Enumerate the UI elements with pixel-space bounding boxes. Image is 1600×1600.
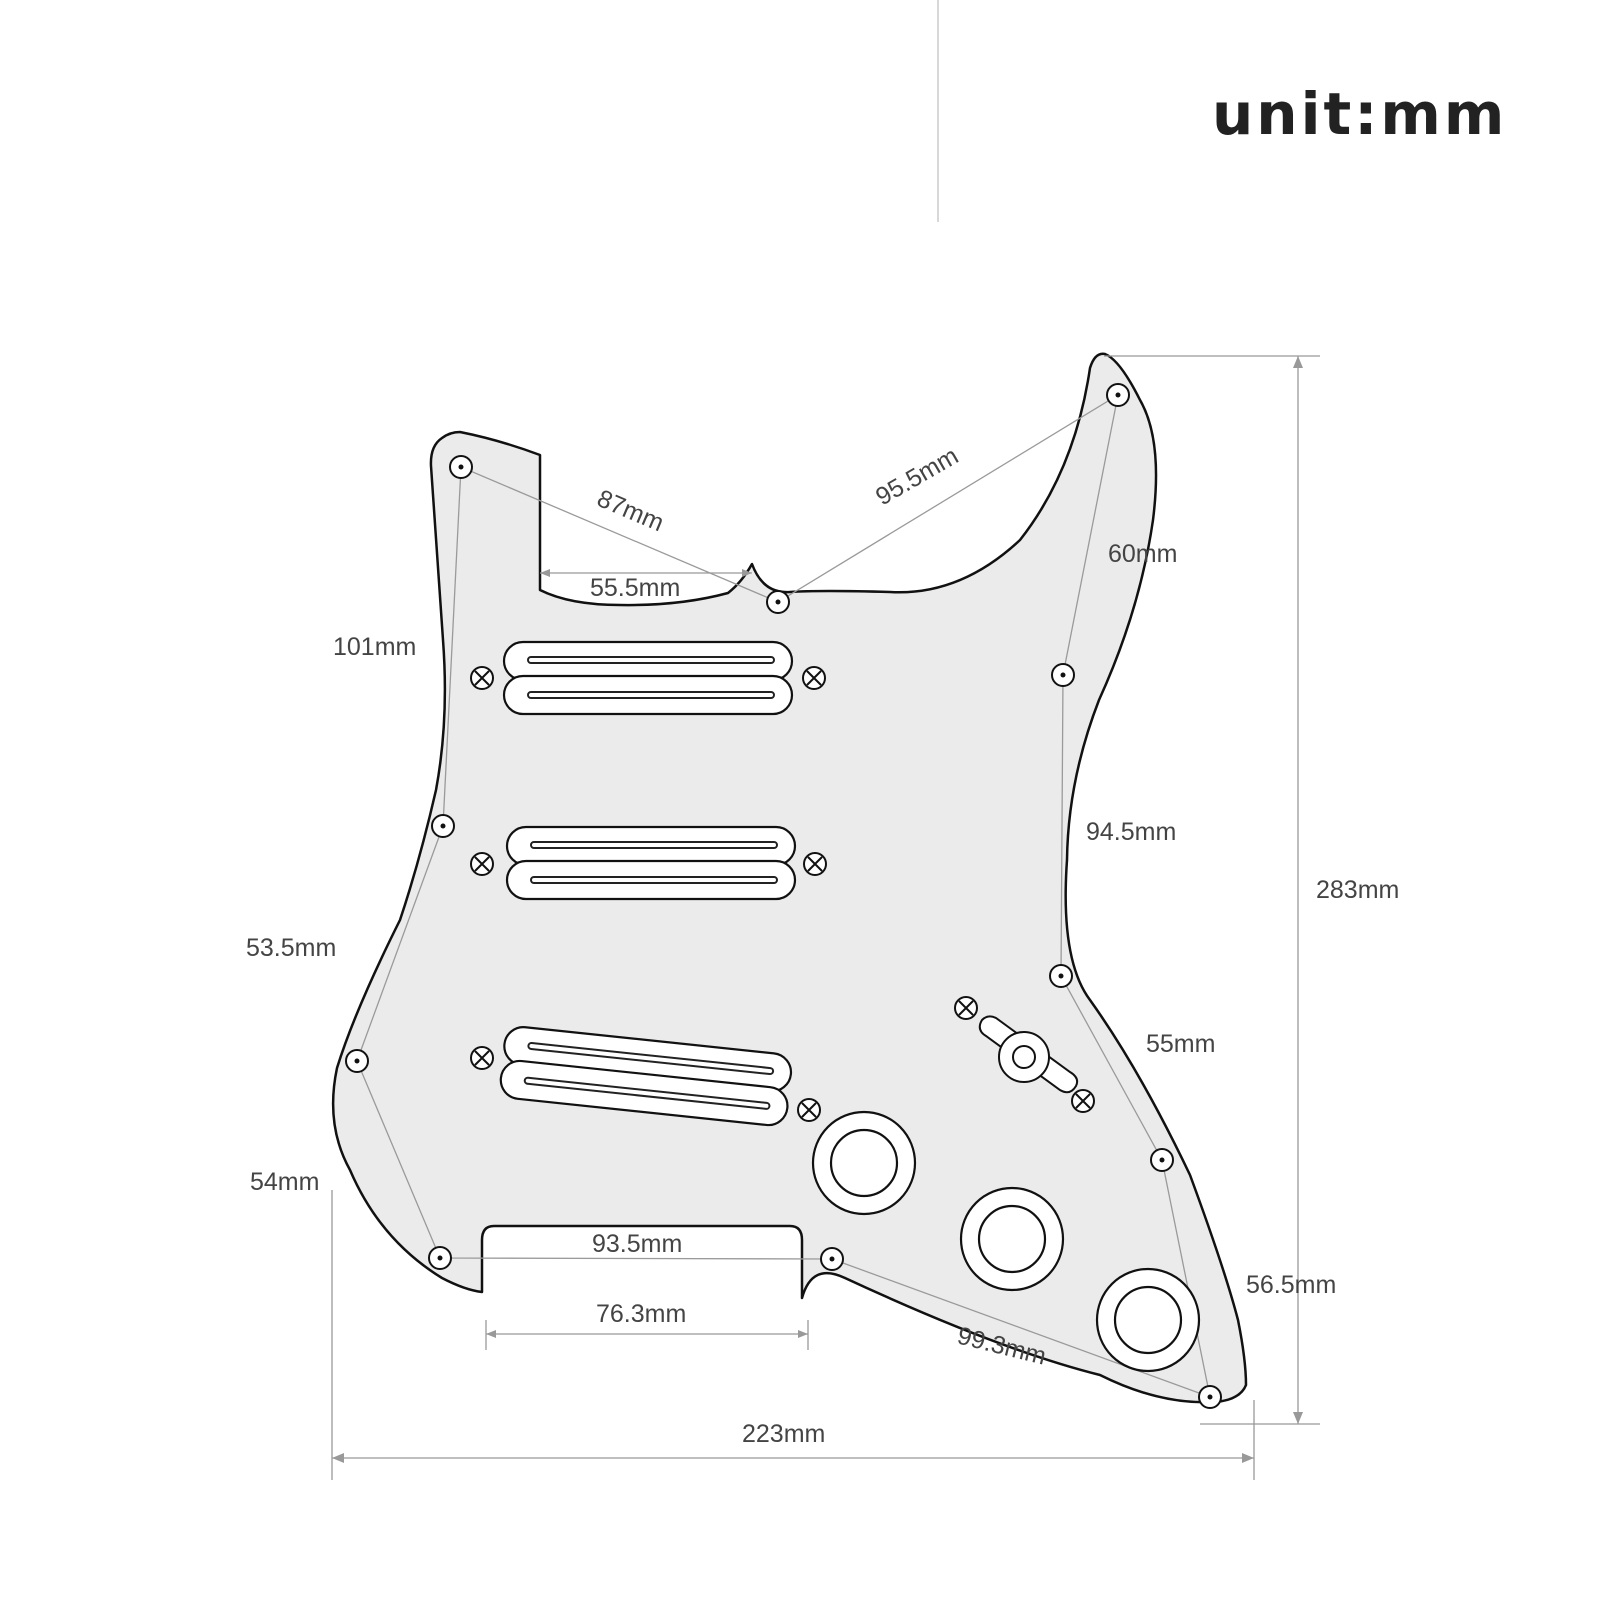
dim-93-5mm: 93.5mm <box>592 1230 682 1258</box>
dim-53-5mm: 53.5mm <box>246 934 336 962</box>
bridge-pickup-cutout <box>499 1026 793 1127</box>
dim-94-5mm: 94.5mm <box>1086 818 1176 846</box>
dim-55-5mm: 55.5mm <box>590 574 680 602</box>
dim-87mm: 87mm <box>593 484 668 537</box>
dim-56-5mm: 56.5mm <box>1246 1271 1336 1299</box>
mounting-holes <box>345 383 1222 1409</box>
dim-60mm: 60mm <box>1108 540 1177 568</box>
dim-283mm: 283mm <box>1316 876 1399 904</box>
pickup-screws <box>470 666 1095 1122</box>
neck-pickup-cutout <box>502 640 794 716</box>
dim-223mm: 223mm <box>742 1420 825 1448</box>
middle-pickup-cutout <box>505 825 797 901</box>
dimension-lines <box>331 355 1320 1480</box>
dim-76-3mm: 76.3mm <box>596 1300 686 1328</box>
unit-label: unit:mm <box>1212 80 1507 148</box>
control-knob-holes <box>811 1110 1201 1373</box>
dim-95-5mm: 95.5mm <box>871 442 963 511</box>
dim-54mm: 54mm <box>250 1168 319 1196</box>
selector-switch <box>978 1015 1079 1094</box>
dim-55mm: 55mm <box>1146 1030 1215 1058</box>
dim-101mm: 101mm <box>333 633 416 661</box>
